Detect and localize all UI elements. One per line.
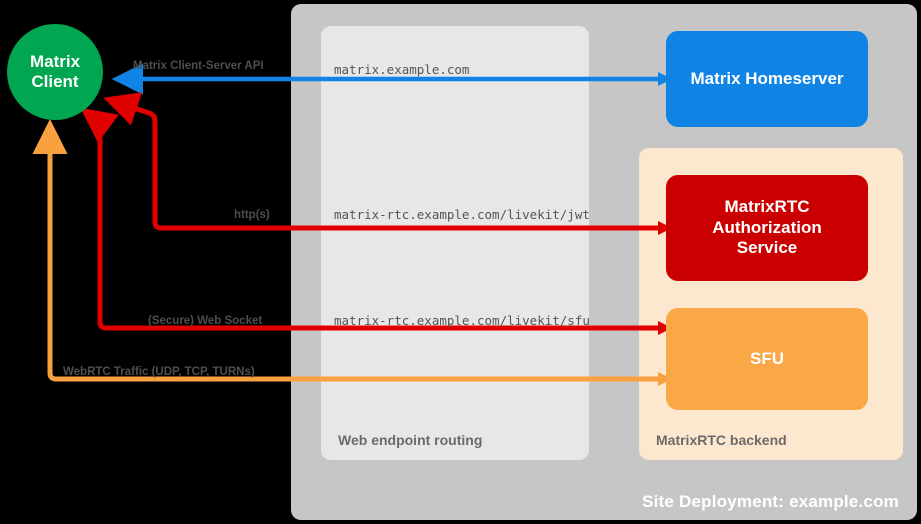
wire-webrtc-traffic [32, 118, 672, 386]
auth-service-label-line1: MatrixRTC [724, 197, 810, 217]
node-matrix-client[interactable]: Matrix Client [7, 24, 103, 120]
connection-label-client-server-api: Matrix Client-Server API [133, 60, 264, 72]
wire-secure-websocket [80, 107, 672, 335]
site-deployment-label: Site Deployment: example.com [642, 492, 899, 511]
auth-service-label-line3: Service [736, 238, 798, 258]
web-endpoint-routing-label: Web endpoint routing [338, 432, 483, 448]
sfu-label: SFU [750, 348, 784, 368]
endpoint-url-livekit-jwt: matrix-rtc.example.com/livekit/jwt [334, 207, 590, 222]
endpoint-url-matrix: matrix.example.com [334, 62, 470, 77]
matrix-client-label-line2: Client [31, 72, 79, 91]
wire-https-jwt [103, 92, 672, 235]
matrix-homeserver-label: Matrix Homeserver [690, 68, 844, 88]
matrixrtc-backend-label: MatrixRTC backend [656, 432, 787, 448]
connection-label-webrtc-traffic: WebRTC Traffic (UDP, TCP, TURNs) [63, 366, 255, 378]
node-matrixrtc-authorization-service[interactable]: MatrixRTC Authorization Service [666, 175, 868, 281]
matrix-client-label-line1: Matrix [29, 52, 81, 72]
node-sfu[interactable]: SFU [666, 308, 868, 410]
node-matrix-homeserver[interactable]: Matrix Homeserver [666, 31, 868, 127]
web-endpoint-routing-container: Web endpoint routing [321, 26, 589, 460]
connection-label-https: http(s) [234, 209, 270, 221]
wire-matrix-client-server-api [111, 63, 672, 95]
auth-service-label-line2: Authorization [712, 217, 822, 237]
connection-label-secure-websocket: (Secure) Web Socket [148, 315, 263, 327]
endpoint-url-livekit-sfu: matrix-rtc.example.com/livekit/sfu [334, 313, 590, 328]
